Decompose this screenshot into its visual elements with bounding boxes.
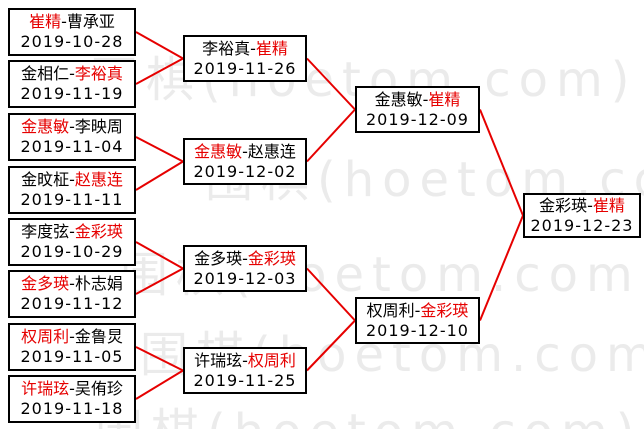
players-separator: -: [69, 117, 75, 136]
player-name: 崔精: [29, 12, 62, 31]
players-separator: -: [61, 12, 67, 31]
match-date: 2019-11-04: [20, 137, 124, 156]
players-separator: -: [242, 141, 248, 161]
player-name: 金旼柾: [21, 170, 70, 189]
match-box: 金相仁-李裕真 2019-11-19: [8, 60, 136, 108]
players-separator: -: [422, 89, 429, 109]
players-separator: -: [414, 300, 421, 320]
match-box: 权周利-金彩瑛 2019-12-10: [355, 297, 480, 344]
player-name: 金彩瑛: [247, 248, 296, 268]
players-separator: -: [69, 222, 75, 241]
player-name: 许瑞玹: [21, 379, 70, 398]
match-players: 李度弦-金彩瑛: [21, 222, 123, 242]
players-separator: -: [587, 195, 593, 215]
match-date: 2019-11-11: [20, 190, 124, 209]
player-name: 赵惠连: [247, 141, 296, 161]
player-name: 李度弦: [21, 222, 70, 241]
players-separator: -: [69, 274, 75, 293]
player-name: 权周利: [366, 300, 415, 320]
player-name: 李裕真: [74, 64, 123, 83]
match-players: 金多瑛-朴志娟: [21, 274, 123, 294]
match-box: 金惠敏-赵惠连 2019-12-02: [183, 138, 307, 185]
player-name: 李映周: [74, 117, 123, 136]
match-players: 金惠敏-李映周: [21, 117, 123, 137]
match-box: 李裕真-崔精 2019-11-26: [183, 35, 307, 82]
player-name: 吴侑珍: [74, 379, 123, 398]
match-players: 金惠敏-崔精: [375, 90, 461, 110]
match-box: 许瑞玹-吴侑珍 2019-11-18: [8, 375, 136, 423]
match-date: 2019-12-03: [193, 268, 297, 288]
player-name: 崔精: [592, 195, 625, 215]
match-date: 2019-11-26: [193, 58, 297, 78]
match-players: 许瑞玹-吴侑珍: [21, 379, 123, 399]
player-name: 朴志娟: [74, 274, 123, 293]
player-name: 金彩瑛: [74, 222, 123, 241]
players-separator: -: [69, 327, 75, 346]
match-box: 权周利-金鲁炅 2019-11-05: [8, 323, 136, 371]
match-players: 金惠敏-赵惠连: [194, 142, 296, 162]
match-players: 金多瑛-金彩瑛: [194, 249, 296, 269]
player-name: 金相仁: [21, 64, 70, 83]
match-date: 2019-10-28: [20, 32, 124, 51]
match-box: 金旼柾-赵惠连 2019-11-11: [8, 166, 136, 214]
players-separator: -: [250, 38, 256, 58]
player-name: 金惠敏: [194, 141, 243, 161]
match-players: 崔精-曹承亚: [29, 12, 115, 32]
match-date: 2019-12-23: [530, 215, 634, 235]
player-name: 曹承亚: [66, 12, 115, 31]
match-date: 2019-11-12: [20, 294, 124, 313]
player-name: 赵惠连: [74, 170, 123, 189]
player-name: 金多瑛: [194, 248, 243, 268]
match-box: 许瑞玹-权周利 2019-11-25: [183, 347, 307, 394]
watermark-text: 围棋(hoetom.com): [95, 392, 643, 429]
match-players: 李裕真-崔精: [202, 39, 288, 59]
players-separator: -: [69, 170, 75, 189]
match-box: 金惠敏-李映周 2019-11-04: [8, 113, 136, 161]
match-players: 金旼柾-赵惠连: [21, 170, 123, 190]
match-date: 2019-12-02: [193, 161, 297, 181]
player-name: 金彩瑛: [539, 195, 588, 215]
player-name: 许瑞玹: [194, 350, 243, 370]
match-players: 权周利-金鲁炅: [21, 327, 123, 347]
match-date: 2019-11-19: [20, 84, 124, 103]
match-players: 权周利-金彩瑛: [367, 301, 469, 321]
players-separator: -: [242, 248, 248, 268]
match-box: 金多瑛-金彩瑛 2019-12-03: [183, 245, 307, 292]
match-date: 2019-12-10: [366, 320, 469, 340]
match-players: 许瑞玹-权周利: [194, 351, 296, 371]
player-name: 权周利: [21, 327, 70, 346]
match-date: 2019-12-09: [366, 109, 469, 129]
player-name: 金鲁炅: [74, 327, 123, 346]
player-name: 金惠敏: [374, 89, 423, 109]
match-box: 金惠敏-崔精 2019-12-09: [355, 86, 480, 133]
match-players: 金彩瑛-崔精: [539, 196, 625, 216]
players-separator: -: [69, 64, 75, 83]
match-date: 2019-11-05: [20, 347, 124, 366]
match-box: 崔精-曹承亚 2019-10-28: [8, 8, 136, 56]
player-name: 崔精: [255, 38, 288, 58]
match-date: 2019-11-18: [20, 399, 124, 418]
player-name: 李裕真: [202, 38, 251, 58]
match-box: 金多瑛-朴志娟 2019-11-12: [8, 270, 136, 318]
match-date: 2019-11-25: [193, 370, 297, 390]
players-separator: -: [242, 350, 248, 370]
players-separator: -: [69, 379, 75, 398]
match-players: 金相仁-李裕真: [21, 64, 123, 84]
match-date: 2019-10-29: [20, 242, 124, 261]
match-box: 李度弦-金彩瑛 2019-10-29: [8, 218, 136, 266]
match-box: 金彩瑛-崔精 2019-12-23: [523, 193, 641, 238]
player-name: 金彩瑛: [420, 300, 469, 320]
player-name: 金多瑛: [21, 274, 70, 293]
player-name: 权周利: [247, 350, 296, 370]
player-name: 崔精: [428, 89, 461, 109]
player-name: 金惠敏: [21, 117, 70, 136]
